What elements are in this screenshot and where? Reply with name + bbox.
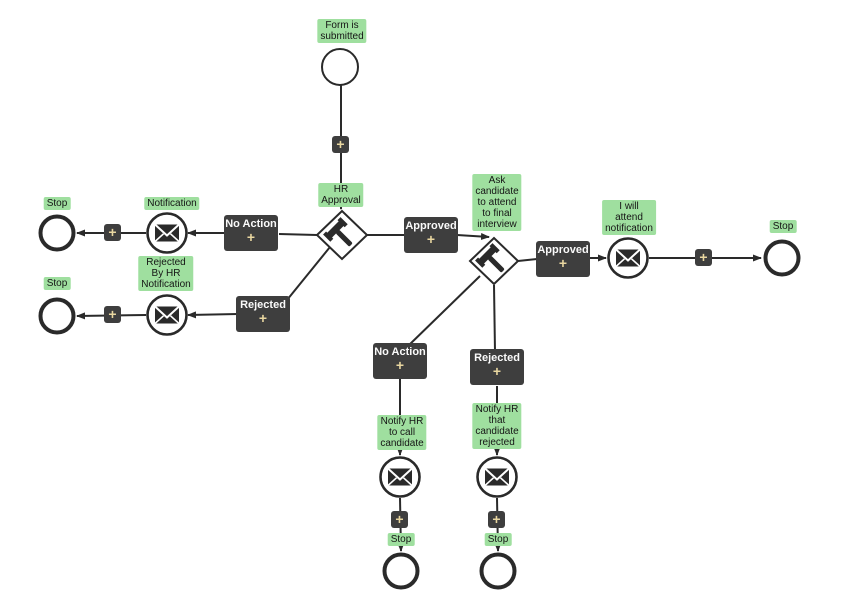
label-stop-1: Stop bbox=[43, 197, 71, 210]
task-no-action-1[interactable]: No Action + bbox=[224, 215, 278, 251]
envelope-icon bbox=[387, 467, 413, 487]
add-step-button-4[interactable]: + bbox=[695, 249, 712, 266]
label-form-submitted: Form is submitted bbox=[317, 19, 367, 43]
flow-hr-gateway-to-rejected bbox=[286, 246, 331, 301]
stop-event-2[interactable] bbox=[38, 297, 76, 335]
label-stop-2: Stop bbox=[43, 277, 71, 290]
task-label: Approved bbox=[537, 244, 589, 256]
envelope-icon bbox=[615, 248, 641, 268]
gavel-icon bbox=[323, 217, 353, 247]
envelope-icon bbox=[484, 467, 510, 487]
stop-event-5[interactable] bbox=[479, 552, 517, 590]
flow-approved-to-interview-gateway bbox=[456, 233, 490, 240]
task-label: Rejected bbox=[240, 299, 286, 311]
label-stop-3: Stop bbox=[769, 220, 797, 233]
envelope-icon bbox=[154, 223, 180, 243]
task-label: Approved bbox=[405, 220, 457, 232]
label-rejected-by-hr: Rejected By HR Notification bbox=[138, 256, 194, 291]
start-event[interactable] bbox=[321, 48, 359, 86]
add-step-button-3[interactable]: + bbox=[104, 306, 121, 323]
flow-interview-gateway-to-no-action bbox=[406, 275, 481, 348]
gateway-hr-approval[interactable] bbox=[315, 209, 369, 261]
flow-hr-gateway-to-no-action bbox=[278, 233, 318, 236]
task-rejected-2[interactable]: Rejected + bbox=[470, 349, 524, 385]
label-stop-4: Stop bbox=[387, 533, 415, 546]
plus-icon[interactable]: + bbox=[492, 363, 502, 379]
flow-interview-gateway-to-rejected bbox=[493, 284, 496, 353]
label-stop-5: Stop bbox=[484, 533, 512, 546]
task-label: No Action bbox=[374, 346, 426, 358]
gavel-icon bbox=[475, 243, 505, 273]
add-step-button-2[interactable]: + bbox=[104, 224, 121, 241]
flow-rejected-to-notification bbox=[187, 311, 239, 319]
plus-icon[interactable]: + bbox=[395, 357, 405, 373]
task-no-action-2[interactable]: No Action + bbox=[373, 343, 427, 379]
plus-icon[interactable]: + bbox=[426, 231, 436, 247]
task-label: Rejected bbox=[474, 352, 520, 364]
message-event-notification[interactable] bbox=[146, 212, 188, 254]
plus-icon[interactable]: + bbox=[246, 229, 256, 245]
task-label: No Action bbox=[225, 218, 277, 230]
task-rejected-1[interactable]: Rejected + bbox=[236, 296, 290, 332]
add-step-button-5[interactable]: + bbox=[391, 511, 408, 528]
label-notify-hr-call: Notify HR to call candidate bbox=[377, 415, 427, 450]
label-notification: Notification bbox=[144, 197, 200, 210]
plus-icon[interactable]: + bbox=[558, 255, 568, 271]
envelope-icon bbox=[154, 305, 180, 325]
message-event-notify-hr-rejected[interactable] bbox=[476, 456, 518, 498]
add-step-button-6[interactable]: + bbox=[488, 511, 505, 528]
task-approved-2[interactable]: Approved + bbox=[536, 241, 590, 277]
add-step-button-1[interactable]: + bbox=[332, 136, 349, 153]
task-approved-1[interactable]: Approved + bbox=[404, 217, 458, 253]
message-event-notify-hr-call[interactable] bbox=[379, 456, 421, 498]
label-hr-approval: HR Approval bbox=[318, 183, 364, 207]
label-notify-hr-rejected: Notify HR that candidate rejected bbox=[472, 403, 522, 449]
label-ask-candidate: Ask candidate to attend to final intervi… bbox=[472, 174, 522, 231]
stop-event-4[interactable] bbox=[382, 552, 420, 590]
gateway-final-interview[interactable] bbox=[468, 236, 520, 286]
message-event-attend[interactable] bbox=[607, 237, 649, 279]
label-i-will-attend: I will attend notification bbox=[602, 200, 656, 235]
stop-event-1[interactable] bbox=[38, 214, 76, 252]
message-event-rejected-by-hr[interactable] bbox=[146, 294, 188, 336]
flow-interview-gateway-to-approved bbox=[517, 258, 538, 262]
plus-icon[interactable]: + bbox=[258, 310, 268, 326]
stop-event-3[interactable] bbox=[763, 239, 801, 277]
